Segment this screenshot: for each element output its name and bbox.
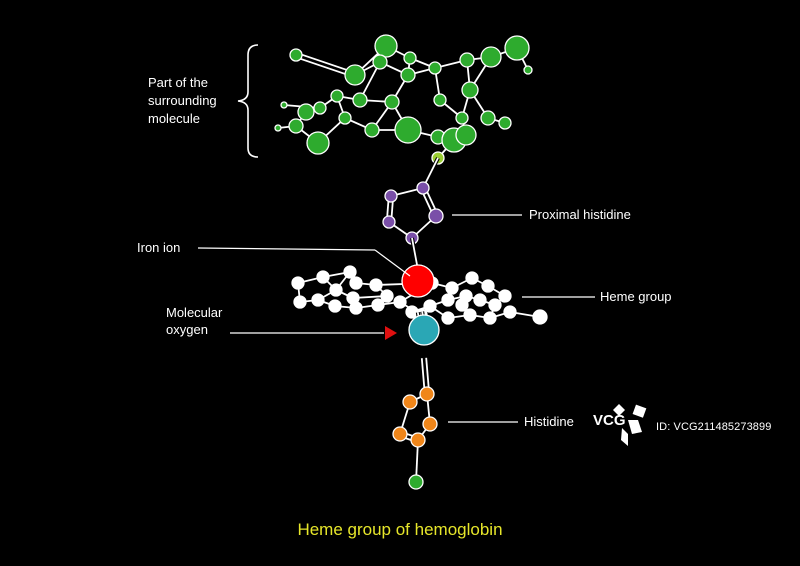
surrounding-atom [289,48,303,62]
heme-atom [328,299,342,313]
watermark-logo-text: VCG [593,412,626,429]
distal-histidine-atom [419,386,435,402]
heme-atom [369,278,383,292]
heme-atom [343,265,357,279]
heme-atom [441,293,455,307]
heme-atom [463,308,477,322]
surrounding-atom [504,35,530,61]
proximal-histidine-atom [416,181,430,195]
surrounding-atom [344,64,366,86]
surrounding-atom [297,103,315,121]
surrounding-atom [403,51,417,65]
surrounding-atom [338,111,352,125]
surrounding-atom [288,118,304,134]
heme-atom [380,289,394,303]
surrounding-atom [374,34,398,58]
iron-ion-leader-diag [374,249,411,277]
surrounding-atom [384,94,400,110]
distal-histidine-atom [422,416,438,432]
heme-atom [293,295,307,309]
heme-atom [465,271,479,285]
surrounding-label-line3: molecule [148,111,201,126]
heme-atom [473,293,487,307]
surrounding-atom [364,122,380,138]
oxygen-atom [408,314,440,346]
heme-atom [316,270,330,284]
surrounding-atom [306,131,330,155]
heme-atom [532,309,548,325]
surrounding-atom [313,101,327,115]
surrounding-atom [480,46,502,68]
surrounding-atom [433,93,447,107]
surrounding-atom [455,111,469,125]
heme-atom [393,295,407,309]
surrounding-atom [352,92,368,108]
heme-atom [483,311,497,325]
distal-histidine-atom [408,474,424,490]
molecular-oxygen-label-line2: oxygen [166,322,208,337]
proximal-histidine-label: Proximal histidine [529,207,631,222]
surrounding-atom [330,89,344,103]
surrounding-label-line1: Part of the [148,75,208,90]
surrounding-atom [480,110,496,126]
proximal-histidine-atom [384,189,398,203]
surrounding-atom [394,116,422,144]
heme-atom [445,281,459,295]
iron-oxygen-center [401,237,440,346]
distal-histidine-atoms [392,357,438,490]
heme-atom [291,276,305,290]
distal-histidine-atom [402,394,418,410]
surrounding-atom [280,101,288,109]
surrounding-atom [455,124,477,146]
watermark-id: ID: VCG211485273899 [656,421,772,433]
iron-ion-label: Iron ion [137,240,181,255]
heme-atom [498,289,512,303]
surrounding-atom [461,81,479,99]
heme-group-label: Heme group [600,289,672,304]
surrounding-atom [428,61,442,75]
heme-atom [371,298,385,312]
surrounding-atom [400,67,416,83]
proximal-histidine-atom [428,208,444,224]
heme-atom [423,299,437,313]
heme-atom [488,298,502,312]
vcg-logo-icon [613,404,647,446]
surrounding-atom [274,124,282,132]
iron-ion-leader [197,247,376,251]
heme-atom [503,305,517,319]
heme-atom [349,276,363,290]
histidine-label: Histidine [524,414,574,429]
surrounding-atom [459,52,475,68]
heme-atom [481,279,495,293]
heme-atom [329,283,343,297]
surrounding-atom [523,65,533,75]
distal-histidine-atom [410,432,426,448]
figure-title: Heme group of hemoglobin [297,520,503,539]
molecular-oxygen-label-line1: Molecular [166,305,223,320]
distal-histidine-atom [392,426,408,442]
proximal-histidine-atoms [382,157,444,245]
surrounding-label-line2: surrounding [148,93,217,108]
heme-atom [441,311,455,325]
surrounding-atom [372,54,388,70]
surrounding-brace [237,44,259,158]
proximal-histidine-atom [382,215,396,229]
surrounding-molecule-atoms [274,34,533,165]
iron-atom [401,264,435,298]
heme-atom [455,298,469,312]
surrounding-atom [498,116,512,130]
heme-atom [311,293,325,307]
molecular-oxygen-arrowhead [385,326,397,340]
heme-atom [349,301,363,315]
